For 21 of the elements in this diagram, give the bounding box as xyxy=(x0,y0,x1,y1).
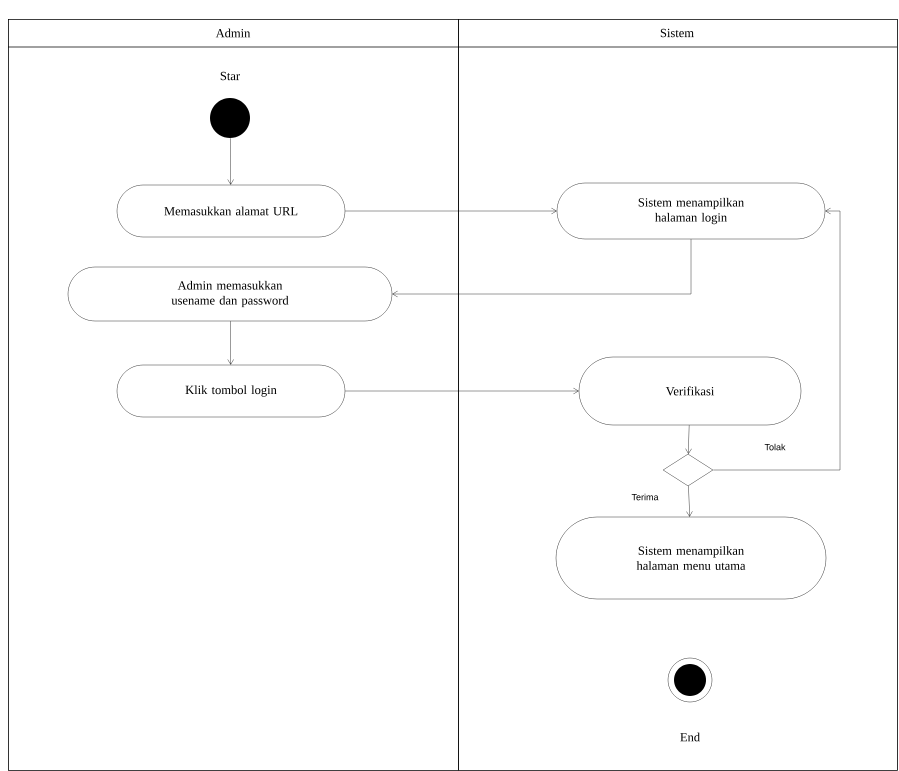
arrow xyxy=(345,388,579,394)
activity-box: Sistem menampilkan halaman menu utama xyxy=(556,516,826,600)
arrow xyxy=(686,486,693,517)
activity-box: Sistem menampilkan halaman login xyxy=(556,182,826,240)
initial-node xyxy=(210,98,250,138)
activity-box: Admin memasukkan usename dan password xyxy=(68,266,392,322)
node-caption: Star xyxy=(220,72,240,80)
arrow xyxy=(713,208,840,470)
arrow xyxy=(227,138,234,185)
node-caption: End xyxy=(680,732,700,742)
edge-label: Terima xyxy=(632,494,659,500)
final-node xyxy=(668,658,712,702)
edge-label: Tolak xyxy=(764,444,786,450)
arrow xyxy=(227,321,234,365)
decision-diamond xyxy=(662,454,714,486)
arrow xyxy=(685,425,692,454)
activity-box: Memasukkan alamat URL xyxy=(116,184,346,238)
activity-box: Klik tombol login xyxy=(116,364,346,418)
activity-box: Verifikasi xyxy=(578,356,802,426)
arrow xyxy=(392,239,692,298)
arrow xyxy=(345,208,557,214)
